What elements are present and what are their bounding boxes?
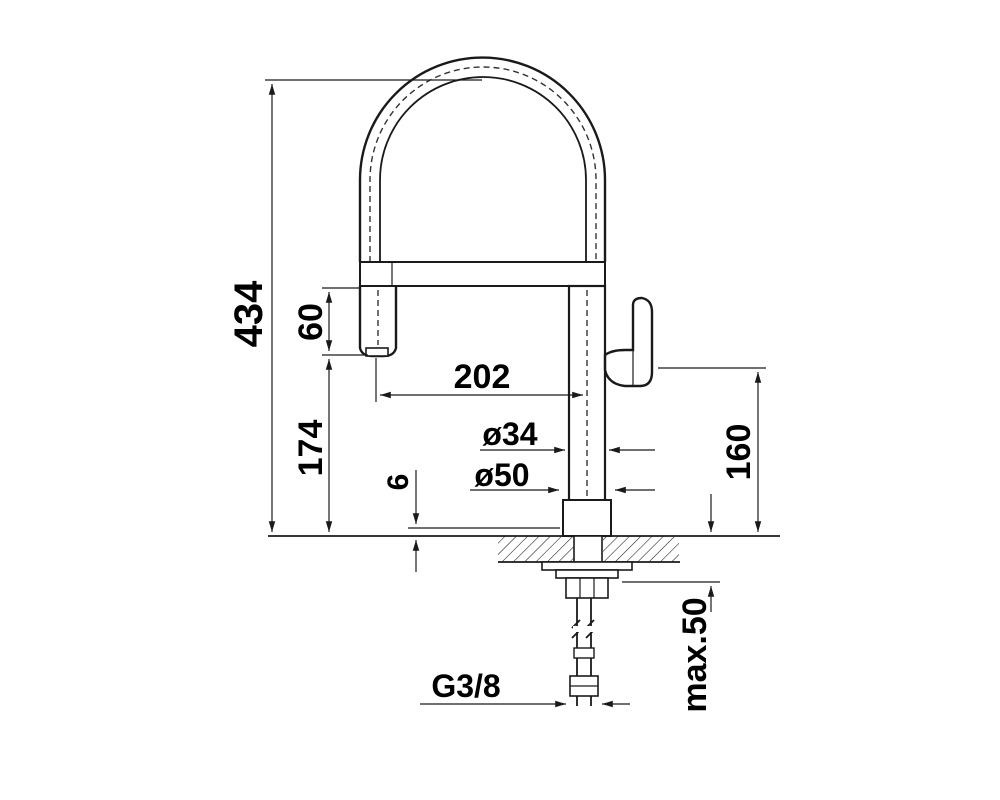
mounting-washer <box>555 569 619 579</box>
dimension-labels: 434 60 174 202 ø34 ø50 6 160 max.50 G3/8 <box>227 280 758 713</box>
mounting-hardware <box>541 561 633 706</box>
hose-centerline <box>369 66 597 262</box>
countertop-hatch-right <box>603 536 679 562</box>
label-lever-height: 160 <box>720 424 758 481</box>
spray-nozzle <box>365 347 389 357</box>
hose-break-gap <box>573 626 595 632</box>
spout-arc-outer <box>358 56 607 262</box>
countertop <box>268 535 780 563</box>
label-base-diameter: ø50 <box>474 457 529 493</box>
label-hose-diameter: ø34 <box>482 416 537 452</box>
spout-arc-inner <box>379 76 587 262</box>
label-base-thickness: 6 <box>382 474 415 491</box>
dimension-lines <box>265 79 766 708</box>
faucet-body <box>358 56 654 538</box>
label-connection: G3/8 <box>431 668 500 704</box>
label-spout-reach: 202 <box>454 358 511 396</box>
label-mount-depth: max.50 <box>676 597 714 712</box>
countertop-hatch-left <box>498 536 574 562</box>
base-collar <box>562 499 612 537</box>
mounting-nut <box>565 577 609 599</box>
connecting-bar <box>359 261 606 287</box>
lever-handle <box>603 296 654 388</box>
mounting-shank <box>573 535 603 563</box>
label-total-height: 434 <box>227 280 271 347</box>
label-spout-height: 174 <box>292 420 330 477</box>
label-spray-length: 60 <box>292 303 330 341</box>
mounting-plate <box>541 561 633 571</box>
hose-fitting-upper <box>573 647 595 659</box>
